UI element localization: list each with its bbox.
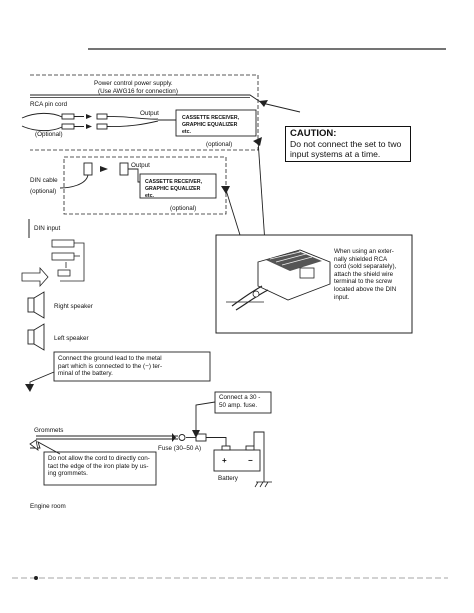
dashed-frame-top [30,74,259,151]
ground-note: Connect the ground lead to the metal par… [58,355,208,378]
ground-note-line1: Connect the ground lead to the metal [58,355,162,362]
power-wire [30,94,263,104]
fuse-note-line2: 50 amp. fuse. [219,401,258,409]
rca-pin-cord [21,112,176,132]
ground-note-line3: minal of the battery. [58,370,113,378]
left-speaker-label: Left speaker [54,335,89,342]
ground-note-line2: part which is connected to the (−) ter- [58,362,163,370]
ground-note-box [53,351,211,382]
right-speaker-label: Right speaker [54,303,93,310]
receiver-box-2-line3: etc. [145,193,154,199]
cord-note-box [43,451,157,486]
ground-symbol [254,481,272,488]
arrow-head-2 [253,137,262,146]
din-input-label: DIN input [34,225,60,232]
amplifier-illustration [226,249,331,311]
left-speaker-icon [27,323,45,351]
receiver-box-1-line2: GRAPHIC EQUALIZER [182,122,238,128]
rca-output-label: Output [140,110,159,117]
din-cable-label: DIN cable [30,177,58,184]
fuse-note-box [214,391,272,414]
cord-note-line1: Do not allow the cord to directly con- [48,455,150,462]
dashed-frame-din [63,156,227,215]
fuse-label: Fuse (30–50 A) [158,445,201,452]
cord-note: Do not allow the cord to directly con- t… [48,455,156,478]
ground-leader [29,371,55,390]
din-box-optional-label: (optional) [170,205,196,212]
battery-plus: + [222,456,227,465]
arrow-head-3 [221,186,230,194]
grommet-marker [172,433,176,442]
rca-optional-label: (Optional) [35,131,63,138]
shield-note-line4: attach the shield wire [334,270,394,278]
battery-wire [36,431,265,482]
shield-note-line2: nally shielded RCA [334,255,388,263]
din-input-connectors [51,239,85,282]
din-arrow [100,166,108,172]
fuse-note: Connect a 30 - 50 amp. fuse. [219,394,271,409]
din-output-label: Output [131,162,150,169]
caution-box: CAUTION: Do not connect the set to two i… [285,126,411,162]
cord-note-line2: tact the edge of the iron plate by us- [48,462,149,470]
grommets-label: Grommets [34,427,63,434]
input-arrow-icon [21,266,49,288]
receiver-box-2-line1: CASSETTE RECEIVER, [145,179,203,185]
receiver-box-1 [175,109,257,137]
engine-room-label: Engine room [30,503,66,510]
caution-title: CAUTION: [290,128,337,139]
receiver-box-1-line3: etc. [182,129,191,135]
battery-label: Battery [218,475,239,482]
cord-note-line3: ing grommets. [48,470,88,478]
awg-label: (Use AWG16 for connection) [98,88,178,95]
shield-note-line6: located above the DIN [334,285,397,293]
battery-icon [213,445,261,472]
receiver-box-2 [139,173,217,199]
cord-arrow-head [29,439,39,451]
fuse-note-line1: Connect a 30 - [219,394,261,401]
fuse-leader [195,401,216,432]
din-optional-label: (optional) [30,188,56,195]
optional-lower-label: (optional) [206,141,232,148]
shield-note-line1: When using an exter- [334,248,394,255]
battery-minus: − [248,456,253,465]
shield-note-line5: terminal to the screw [334,278,393,286]
rca-label: RCA pin cord [30,101,68,108]
shield-note-line7: input. [334,293,350,301]
right-speaker-icon [27,291,45,319]
shield-note-line3: cord (sold separately), [334,263,397,271]
arrow-head-1 [259,100,268,107]
power-supply-label: Power control power supply. [94,80,173,87]
receiver-box-1-line1: CASSETTE RECEIVER, [182,115,240,121]
caution-line2: input systems at a time. [290,149,381,159]
receiver-box-2-line2: GRAPHIC EQUALIZER [145,186,201,192]
caution-line1: Do not connect the set to two [290,139,402,149]
bottom-dot [34,576,38,580]
rca-arrows [86,114,92,129]
ground-arrow-head [25,384,34,392]
shield-note: When using an exter- nally shielded RCA … [334,248,412,301]
